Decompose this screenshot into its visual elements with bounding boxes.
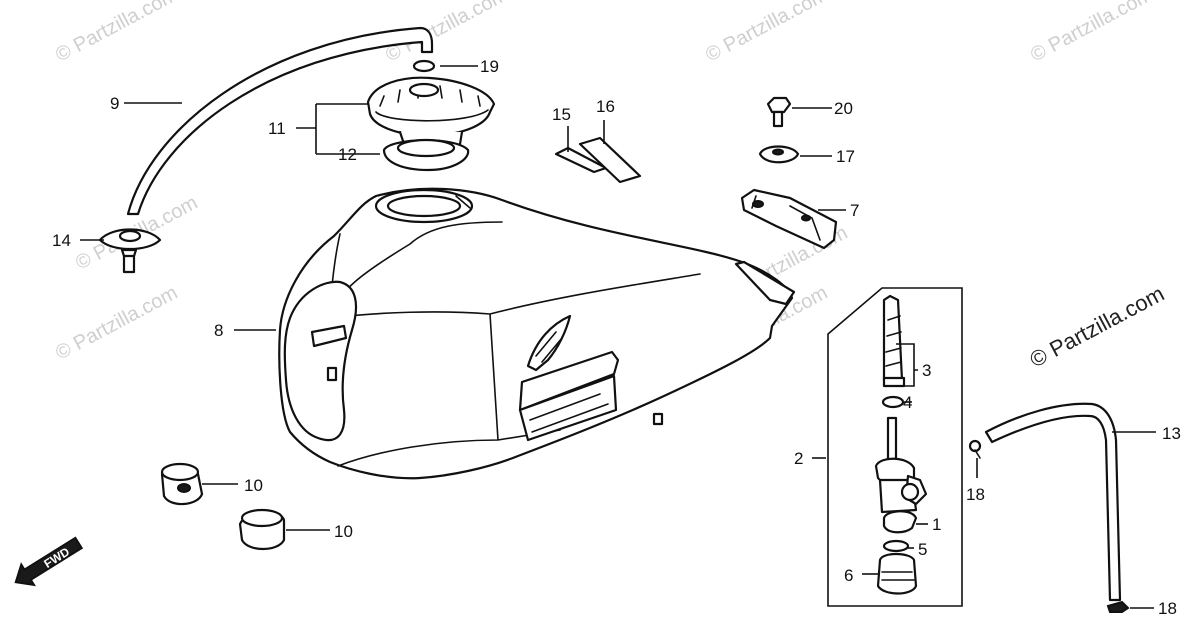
callout-2: 2 <box>794 449 803 468</box>
callout-16: 16 <box>596 97 615 116</box>
callout-18-upper: 18 <box>966 485 985 504</box>
tank-emblem <box>518 314 620 442</box>
callout-10-lower: 10 <box>334 522 353 541</box>
callout-1: 1 <box>932 515 941 534</box>
callout-11: 11 <box>268 119 286 138</box>
tank-cushion-lower <box>238 508 286 551</box>
callout-18-lower: 18 <box>1158 599 1177 618</box>
mount-bolt <box>766 96 792 128</box>
leader-lines <box>80 65 1156 609</box>
watermark-1: © Partzilla.com <box>52 0 181 66</box>
forward-direction-marker: FWD <box>14 536 84 587</box>
callout-8: 8 <box>214 321 223 340</box>
watermark-3: © Partzilla.com <box>702 0 831 66</box>
callout-10-upper: 10 <box>244 476 263 495</box>
fuel-line-clip-upper <box>968 439 982 459</box>
sticker-large <box>578 136 642 184</box>
breather-tube <box>126 26 434 216</box>
cap-gasket <box>382 138 470 172</box>
valve-seal <box>882 539 910 553</box>
callout-13: 13 <box>1162 424 1181 443</box>
callout-12: 12 <box>338 145 357 164</box>
fuel-cap <box>366 76 496 150</box>
callout-15: 15 <box>552 105 571 124</box>
sediment-cup <box>876 552 918 595</box>
callout-17: 17 <box>836 147 855 166</box>
tube-fitting <box>98 228 162 274</box>
watermark-5: © Partzilla.com <box>52 282 181 365</box>
callout-7: 7 <box>850 201 859 220</box>
fuel-line <box>984 402 1122 602</box>
callout-6: 6 <box>844 566 853 585</box>
fuel-valve <box>874 416 928 534</box>
callout-4: 4 <box>903 393 912 412</box>
callout-20: 20 <box>834 99 853 118</box>
fuel-valve-group-frame <box>827 287 963 607</box>
callout-14: 14 <box>52 231 71 250</box>
fuel-tank <box>278 187 796 480</box>
rear-bracket <box>740 188 838 250</box>
callout-3: 3 <box>922 361 931 380</box>
watermark-4: © Partzilla.com <box>1027 0 1156 66</box>
partzilla-watermark-main: © Partzilla.com <box>1026 281 1169 373</box>
fuel-line-clip-lower <box>1106 600 1130 613</box>
fuel-strainer <box>882 294 906 388</box>
strainer-o-ring <box>881 395 905 409</box>
callout-19: 19 <box>480 57 499 76</box>
callout-labels: 1 2 3 4 5 6 7 8 9 10 10 11 12 13 14 15 1… <box>52 57 1181 618</box>
callout-5: 5 <box>918 540 927 559</box>
washer <box>758 145 800 164</box>
callout-9: 9 <box>110 94 119 113</box>
tube-clip <box>412 59 436 73</box>
tank-cushion-upper <box>160 462 204 506</box>
